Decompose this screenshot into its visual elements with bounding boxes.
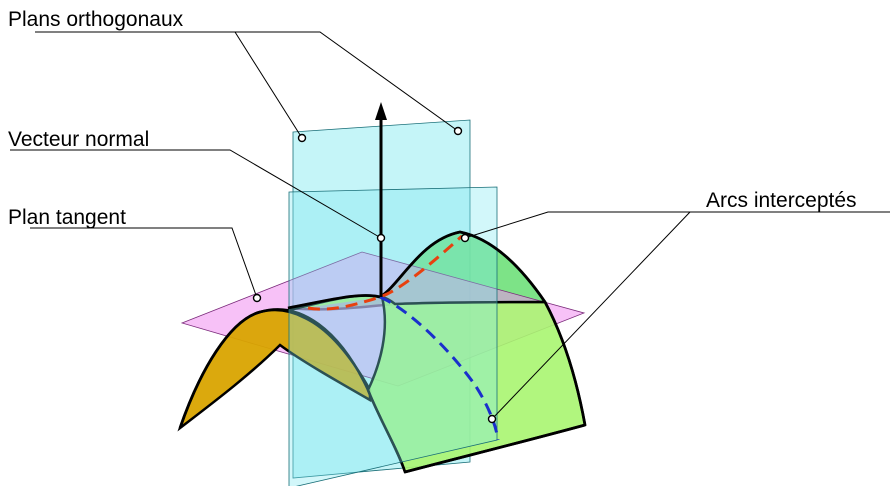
label-plans-orthogonaux: Plans orthogonaux	[8, 8, 184, 31]
saddle-edge-right	[543, 301, 587, 426]
anchor-plane-left-marker	[297, 133, 307, 143]
leader-arcs-interceptes-lower	[491, 211, 691, 420]
anchor-tangent-marker	[252, 293, 262, 303]
label-arcs-interceptes: Arcs interceptés	[706, 189, 857, 212]
orthogonal-plane-front	[288, 186, 498, 486]
arrow-up-icon	[375, 102, 387, 120]
leader-arcs-interceptes-upper	[464, 211, 890, 239]
saddle-crest-left	[287, 294, 381, 310]
label-vecteur-normal: Vecteur normal	[8, 128, 149, 151]
anchor-arc-red-marker	[460, 233, 470, 243]
surface-left-arc	[259, 308, 407, 473]
anchor-normal-marker	[376, 233, 386, 243]
saddle-edge-bottom	[404, 423, 586, 474]
saddle-crest-right	[379, 230, 547, 303]
leader-plans-orthogonaux-left	[35, 31, 303, 139]
label-plan-tangent: Plan tangent	[8, 206, 126, 229]
leader-plan-tangent	[30, 227, 258, 299]
anchor-arc-blue-marker	[487, 414, 497, 424]
anchor-plane-right-marker	[453, 126, 463, 136]
leader-plans-orthogonaux-right	[235, 31, 459, 132]
saddle-edge-left	[178, 310, 261, 429]
intercepted-arc-red	[307, 234, 464, 311]
leader-vecteur-normal	[10, 149, 382, 239]
